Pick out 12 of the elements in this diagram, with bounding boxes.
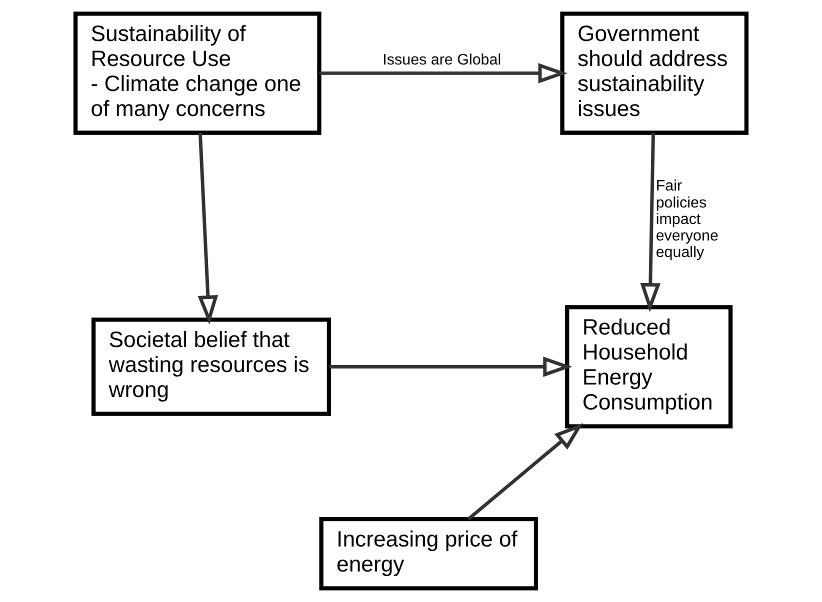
arrow bbox=[640, 133, 661, 312]
edge-label: Fair policies impact everyone equally bbox=[656, 178, 718, 262]
node-box: Societal belief that wasting resources is wrong bbox=[91, 318, 332, 416]
node-box: Sustainability of Resource Use - Climate change one of many concerns bbox=[73, 12, 322, 135]
node-box: Reduced Household Energy Consumption bbox=[565, 305, 733, 428]
arrow bbox=[467, 423, 584, 520]
arrow bbox=[198, 133, 218, 325]
edge-label: Issues are Global bbox=[382, 52, 502, 69]
arrow bbox=[319, 63, 568, 84]
node-box: Increasing price of energy bbox=[319, 517, 538, 590]
arrow bbox=[329, 356, 572, 377]
node-box: Government should address sustainability issues bbox=[560, 12, 749, 135]
